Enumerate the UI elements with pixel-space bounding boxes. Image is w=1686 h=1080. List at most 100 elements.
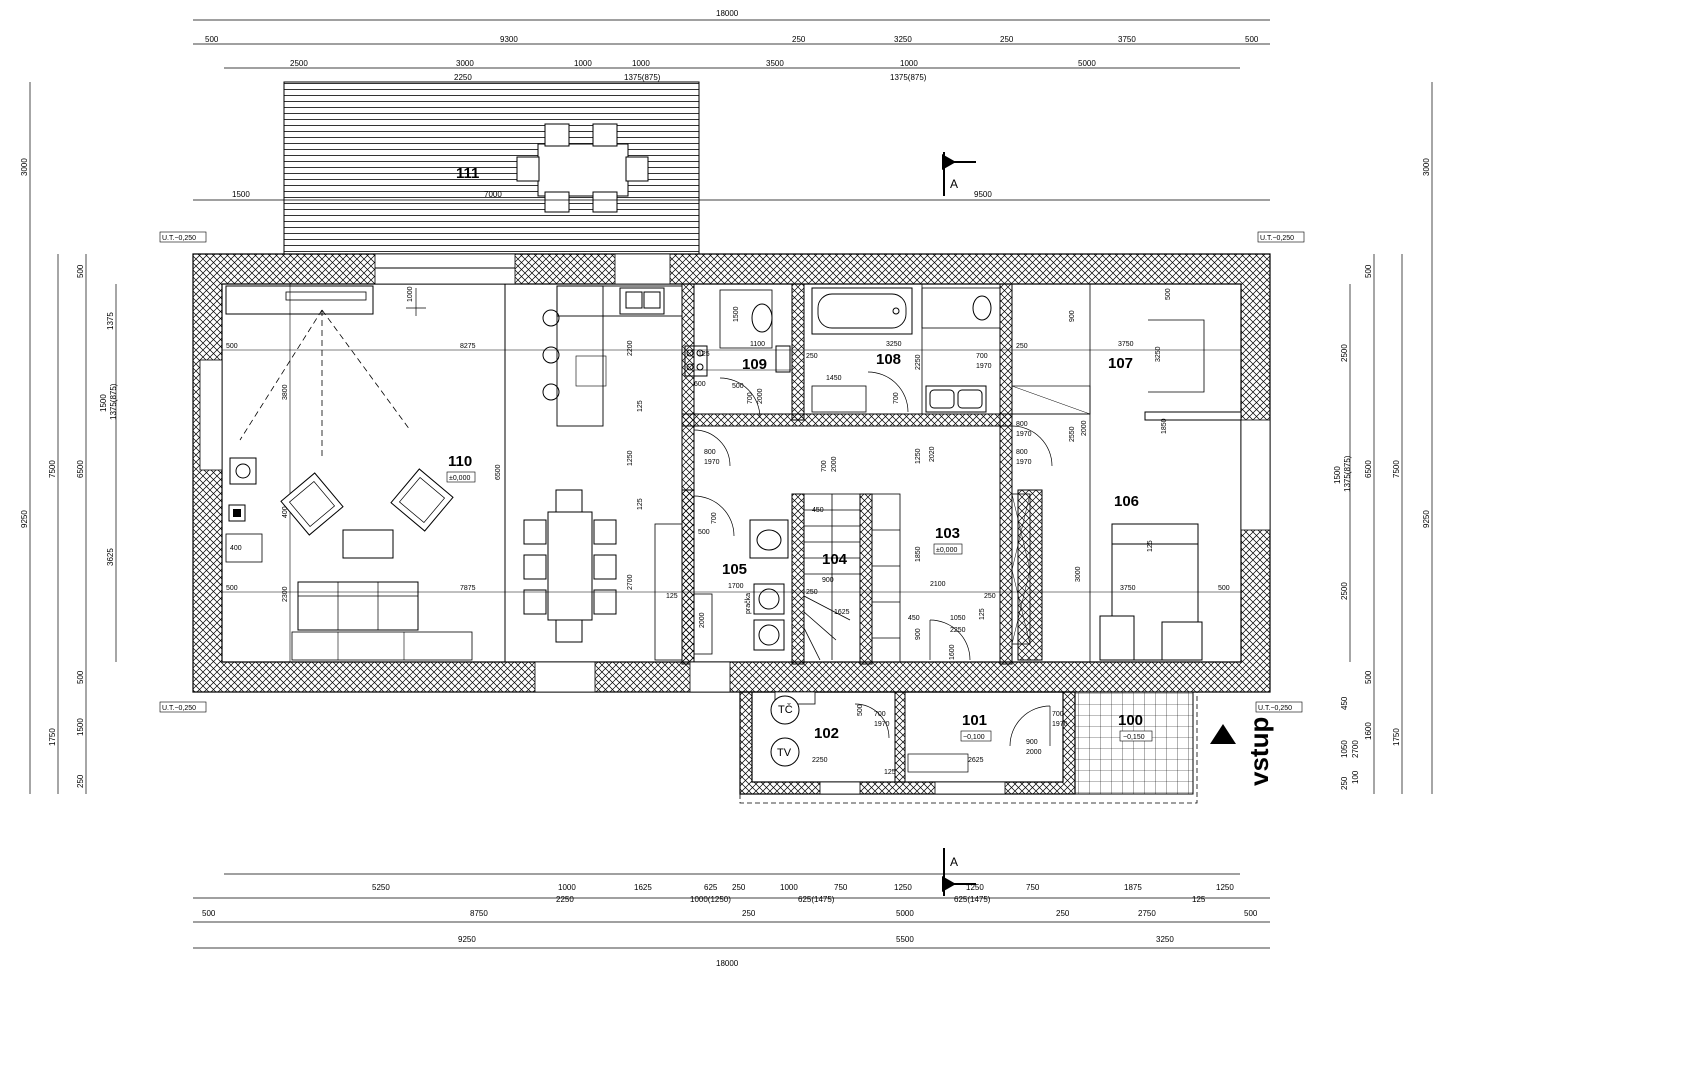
dim-right-mid-0: 7500 [1392, 460, 1401, 478]
dim-bot-row1-4: 250 [732, 883, 746, 892]
dim-kit-5: 125 [666, 593, 678, 600]
dim-top-row2-0: 500 [205, 35, 219, 44]
room-101-vestibule: 101 −0,100 [907, 705, 1051, 773]
dim-105-0: 1700 [728, 583, 744, 590]
dim-103-2: 250 [984, 593, 996, 600]
dim-bot-row1-5: 1000 [780, 883, 798, 892]
dim-103-1: 2100 [930, 581, 946, 588]
section-label-bottom: A [950, 855, 958, 869]
dim-right-wall-0: 500 [1364, 264, 1373, 278]
terrain-levels: U.T.−0,250 U.T.−0,250 U.T.−0,250 U.T.−0,… [159, 231, 1305, 713]
dim-bot-overall: 18000 [716, 959, 739, 968]
dim-top-row2-1: 9300 [500, 35, 518, 44]
dim-bot-row1-7: 1250 [894, 883, 912, 892]
dim-106-6: 125 [1147, 540, 1154, 552]
dim-top-sub-1: 1375(875) [624, 73, 661, 82]
dim-101-3: 700 [1052, 711, 1064, 718]
dim-108-0: 3250 [886, 341, 902, 348]
dim-109-5: 600 [694, 381, 706, 388]
room-label-107: 107 [1108, 355, 1133, 372]
room-label-100: 100 [1118, 712, 1143, 729]
room-108-bathroom: 108 [811, 284, 1001, 414]
dim-103-6: 900 [915, 628, 922, 640]
dim-103-3: 1250 [915, 448, 922, 464]
room-102-technical: TČ TV 102 [770, 695, 890, 767]
dim-bot-row2-6: 500 [1244, 909, 1258, 918]
dim-102-2: 700 [874, 711, 886, 718]
dim-top-row3-3: 1000 [632, 59, 650, 68]
dim-bot-row3-2: 3250 [1156, 935, 1174, 944]
dim-103-10: 1600 [949, 644, 956, 660]
dim-103-5: 450 [908, 615, 920, 622]
dim-bot-row2-4: 250 [1056, 909, 1070, 918]
dim-left-mid-0: 7500 [48, 460, 57, 478]
dim-left-outer-1: 9250 [20, 510, 29, 528]
dim-left-inner-1: 1500 [76, 718, 85, 736]
dim-105-4: pračka [745, 593, 752, 614]
dim-109-1: 125 [698, 351, 710, 358]
dim-bot-row2-0: 500 [202, 909, 216, 918]
dim-110-1: 7875 [460, 585, 476, 592]
dim-109-3: 700 [747, 392, 754, 404]
dim-right-outer-0: 3000 [1422, 158, 1431, 176]
dim-103-7: 1050 [950, 615, 966, 622]
room-label-109: 109 [742, 356, 767, 373]
dim-top-sub-2: 1375(875) [890, 73, 927, 82]
dim-top-row3-5: 1000 [900, 59, 918, 68]
dim-top-row2-5: 3750 [1118, 35, 1136, 44]
dim-right-outer-1: 9250 [1422, 510, 1431, 528]
dim-104-2: 250 [806, 589, 818, 596]
sofa [297, 581, 419, 631]
dim-105-1: 500 [698, 529, 710, 536]
dim-top-row2-2: 250 [792, 35, 806, 44]
dim-104-0: 900 [822, 577, 834, 584]
terrace-table [516, 123, 649, 213]
dim-102-4: 125 [884, 769, 896, 776]
dim-right-inner-2: 1500 [1333, 466, 1342, 484]
dim-107-2: 900 [1069, 310, 1076, 322]
dim-right-entry-4: 100 [1351, 770, 1360, 784]
level-101: −0,100 [963, 734, 985, 741]
dim-109-8: 800 [704, 449, 716, 456]
dim-bot-row1-11: 1250 [1216, 883, 1234, 892]
dim-110-4: 3800 [282, 384, 289, 400]
dim-107-7: 800 [1016, 421, 1028, 428]
terrain-level-se: U.T.−0,250 [1258, 705, 1292, 712]
dim-bot-row1-2: 1625 [634, 883, 652, 892]
dim-bot-row1-10: 1875 [1124, 883, 1142, 892]
dim-104-1: 450 [812, 507, 824, 514]
dim-top-row3-0: 2500 [290, 59, 308, 68]
room-label-108: 108 [876, 351, 901, 368]
dim-106-2: 2000 [1081, 420, 1088, 436]
dim-bot-row1-0: 5250 [372, 883, 390, 892]
armchair-right [390, 468, 454, 532]
dim-109-2: 500 [732, 383, 744, 390]
dim-104-3: 1625 [834, 609, 850, 616]
room-label-102: 102 [814, 725, 839, 742]
dim-bot-row1-6: 750 [834, 883, 848, 892]
dim-102-3: 1970 [874, 721, 890, 728]
dim-right-inner-4: 2500 [1340, 582, 1349, 600]
room-104-staircase [803, 493, 901, 663]
dim-106-5: 500 [1218, 585, 1230, 592]
dim-106-1: 3000 [1075, 566, 1082, 582]
dim-left-detail-1: 1500 [99, 394, 108, 412]
dim-110-6: 2300 [282, 586, 289, 602]
level-110: ±0,000 [449, 475, 470, 482]
dim-102-0: 2250 [812, 757, 828, 764]
dim-kit-3: 125 [637, 400, 644, 412]
dim-bot-row2-3: 5000 [896, 909, 914, 918]
dim-101-2: 2000 [1026, 749, 1042, 756]
dim-right-entry-5: 250 [1340, 776, 1349, 790]
dim-top-row2-3: 3250 [894, 35, 912, 44]
dim-left-wall-1: 500 [76, 670, 85, 684]
dim-108-4: 700 [976, 353, 988, 360]
kitchen-dining [523, 285, 740, 661]
dim-terrace-0: 1500 [232, 190, 250, 199]
dim-107-5: 1850 [1161, 418, 1168, 434]
dining-table [523, 489, 617, 643]
dim-right-inner-1: 2500 [1340, 344, 1349, 362]
dim-110-5: 6500 [495, 464, 502, 480]
dim-109-0: 1100 [750, 341, 765, 348]
dim-110-7: 400 [230, 545, 242, 552]
